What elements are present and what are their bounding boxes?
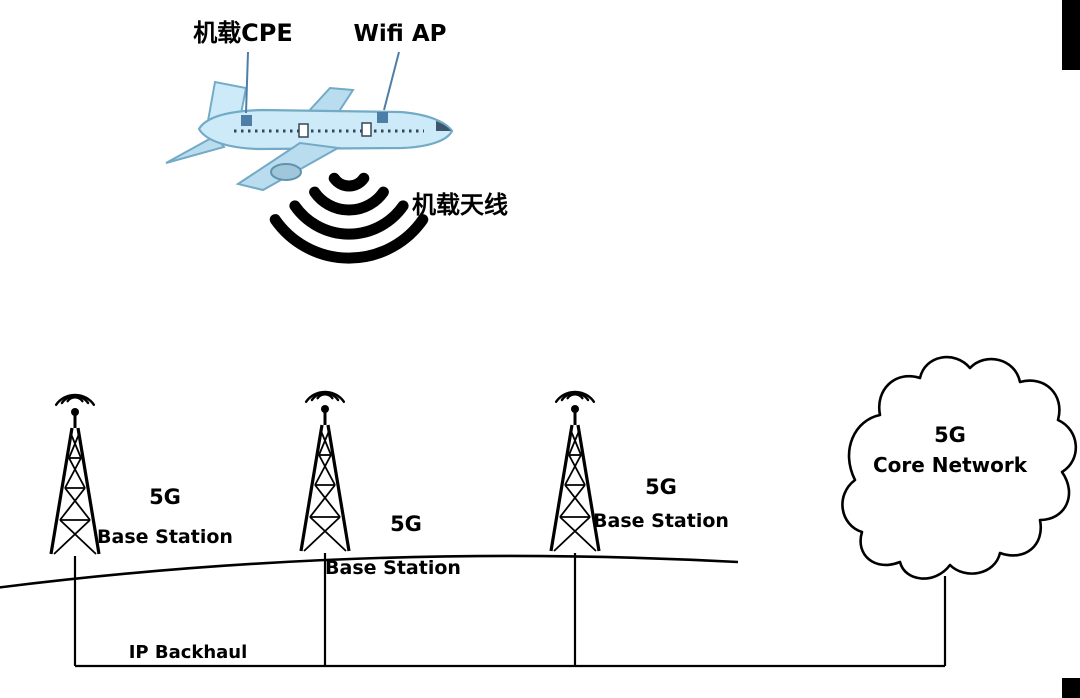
- wifi-ap-pointer-line: [383, 51, 400, 111]
- bottom-right-edge-mark: [1062, 678, 1080, 698]
- airplane-icon: [165, 51, 454, 192]
- antenna-signal-waves-icon: [269, 172, 429, 264]
- airplane-door: [361, 122, 372, 137]
- core-network-name: Core Network: [873, 453, 1028, 477]
- cpe-label: 机载CPE: [193, 19, 293, 47]
- base-station-tower-3: [549, 390, 601, 553]
- base-station-2-tier: 5G: [390, 512, 422, 536]
- base-station-tower-2: [299, 390, 351, 553]
- antenna-label: 机载天线: [412, 191, 508, 219]
- airplane-door: [298, 123, 309, 138]
- top-right-edge-mark: [1062, 0, 1080, 70]
- airplane-cockpit-window: [436, 121, 451, 131]
- cpe-pointer-line: [245, 51, 249, 114]
- airplane-engine: [270, 163, 302, 181]
- base-station-1-tier: 5G: [149, 485, 181, 509]
- wifi-ap-marker-square: [377, 112, 388, 123]
- cpe-marker-square: [241, 115, 252, 126]
- core-network-cloud-icon: [841, 355, 1078, 580]
- backhaul-label: IP Backhaul: [129, 642, 248, 663]
- airplane-far-wing: [305, 86, 355, 115]
- base-station-3-tier: 5G: [645, 475, 677, 499]
- base-station-tower-1: [49, 393, 101, 556]
- core-network-tier: 5G: [934, 423, 966, 447]
- ground-surface-line: [0, 554, 739, 589]
- base-station-3-name: Base Station: [593, 510, 729, 532]
- base-station-1-name: Base Station: [97, 526, 233, 548]
- backhaul-links: [73, 553, 947, 668]
- wifi-ap-label: Wifi AP: [354, 21, 447, 47]
- base-station-2-name: Base Station: [325, 557, 461, 579]
